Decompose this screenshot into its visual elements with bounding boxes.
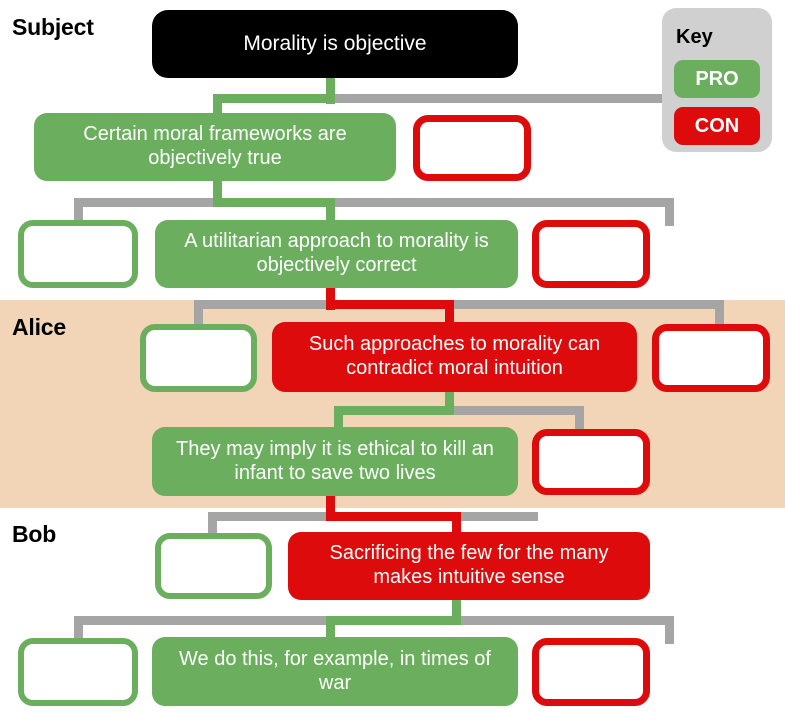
key-title: Key xyxy=(676,26,713,48)
node-row1-pro-certain-moral-frameworks[interactable]: Certain moral frameworks are objectively… xyxy=(34,113,396,181)
node-row1-con-empty[interactable] xyxy=(413,115,531,181)
connector-row2-right-drop xyxy=(665,198,674,226)
connector-row2-center-bar xyxy=(213,198,335,207)
connector-row3-center-bar xyxy=(326,300,454,309)
connector-row6-center-bar xyxy=(326,616,461,625)
connector-row5-center-bar xyxy=(326,512,461,521)
connector-row2-stem xyxy=(326,288,335,310)
node-row3-con-empty[interactable] xyxy=(652,324,770,392)
node-row3-pro-empty[interactable] xyxy=(140,324,257,392)
connector-root-stem xyxy=(326,78,335,104)
connector-row1-center-drop xyxy=(213,94,222,120)
connector-row6-left-drop xyxy=(74,616,83,644)
speaker-label-alice: Alice xyxy=(12,314,66,340)
connector-row2-bar xyxy=(74,198,674,207)
connector-row3-center-drop xyxy=(445,300,454,328)
node-row5-con-sacrificing-the-few[interactable]: Sacrificing the few for the many makes i… xyxy=(288,532,650,600)
node-row3-con-such-approaches-contradict-intuition[interactable]: Such approaches to morality can contradi… xyxy=(272,322,637,392)
connector-row5-left-drop xyxy=(208,512,217,540)
connector-row2-center-drop xyxy=(326,198,335,226)
node-row5-pro-empty[interactable] xyxy=(155,533,272,599)
connector-row4-stem xyxy=(326,496,335,520)
node-root-morality-is-objective[interactable]: Morality is objective xyxy=(152,10,518,78)
connector-row1-stem xyxy=(213,180,222,206)
connector-row1-center-bar xyxy=(213,94,335,103)
node-row2-con-empty[interactable] xyxy=(532,220,650,288)
connector-row3-bar xyxy=(194,300,724,309)
connector-row1-bar xyxy=(213,94,743,103)
speaker-label-subject: Subject xyxy=(12,14,94,40)
connector-row3-right-drop xyxy=(715,300,724,328)
connector-row6-center-drop xyxy=(326,616,335,644)
connector-row3-stem xyxy=(445,392,454,414)
speaker-label-bob: Bob xyxy=(12,521,57,547)
connector-row3-left-drop xyxy=(194,300,203,328)
key-chip-con[interactable]: CON xyxy=(674,107,760,145)
node-row6-con-empty[interactable] xyxy=(532,638,650,706)
node-row6-pro-times-of-war[interactable]: We do this, for example, in times of war xyxy=(152,637,518,706)
connector-row4-right-drop xyxy=(575,406,584,432)
connector-row4-center-drop xyxy=(334,406,343,432)
node-row4-pro-kill-an-infant[interactable]: They may imply it is ethical to kill an … xyxy=(152,427,518,496)
key-legend: Key PRO CON xyxy=(662,8,772,152)
connector-row5-center-drop xyxy=(452,512,461,540)
connector-row6-right-drop xyxy=(665,616,674,644)
node-row6-pro-empty[interactable] xyxy=(18,638,138,706)
node-row2-pro-utilitarian-approach[interactable]: A utilitarian approach to morality is ob… xyxy=(155,220,518,288)
node-row2-pro-empty[interactable] xyxy=(18,220,138,288)
key-chip-pro[interactable]: PRO xyxy=(674,60,760,98)
connector-row4-bar xyxy=(334,406,584,415)
node-row4-con-empty[interactable] xyxy=(532,429,650,495)
connector-row5-stem xyxy=(452,600,461,624)
connector-row2-left-drop xyxy=(74,198,83,226)
connector-row4-center-bar xyxy=(334,406,454,415)
